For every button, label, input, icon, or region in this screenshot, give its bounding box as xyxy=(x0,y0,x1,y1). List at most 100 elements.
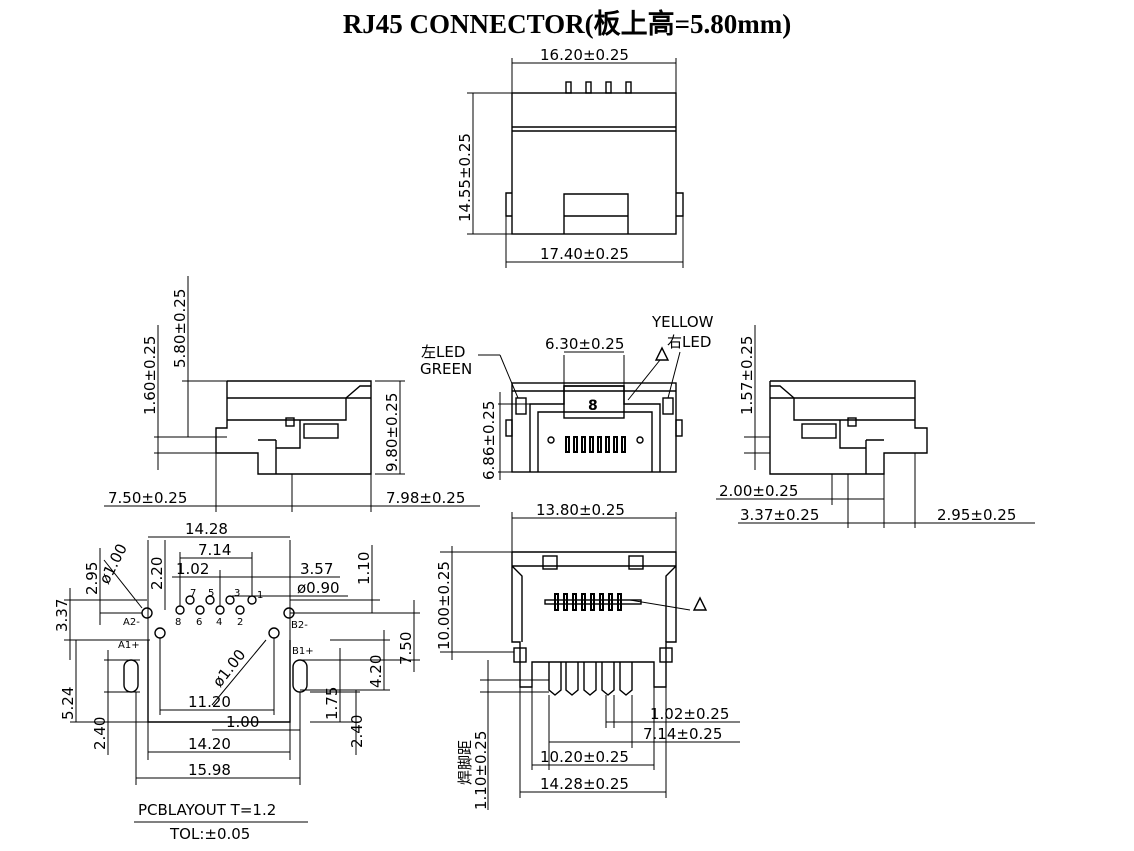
dim-solder: 1.10±0.25 xyxy=(472,731,490,810)
front-contacts xyxy=(565,436,626,453)
left-side-view: 5.80±0.25 1.60±0.25 9.80±0.25 7.50±0.25 … xyxy=(104,276,480,512)
dim-top-width: 16.20±0.25 xyxy=(540,46,629,64)
top-pin xyxy=(565,81,572,94)
pin-label: 4 xyxy=(216,617,222,628)
dim-3-37: 3.37 xyxy=(53,599,71,632)
dim-7-50: 7.50 xyxy=(397,632,415,665)
pin-hole xyxy=(247,595,257,605)
hole-a1 xyxy=(154,627,166,639)
dim-7-14: 7.14 xyxy=(198,541,231,559)
pin-number-label: 8 xyxy=(588,398,598,414)
pin-hole xyxy=(235,605,245,615)
hole-b1 xyxy=(268,627,280,639)
pcb-note-thickness: PCBLAYOUT T=1.2 xyxy=(138,801,276,819)
right-side-view: 1.57±0.25 2.00±0.25 3.37±0.25 2.95±0.25 xyxy=(716,325,1035,528)
dim-pitch: 1.02±0.25 xyxy=(650,705,729,723)
right-led xyxy=(662,397,674,415)
label-b2: B2- xyxy=(291,620,308,631)
dim-2-40-left: 2.40 xyxy=(91,717,109,750)
dim-offset: 1.60±0.25 xyxy=(141,336,159,415)
right-led-color: YELLOW xyxy=(651,313,714,331)
pcb-outline xyxy=(147,640,291,723)
dim-board-height: 5.80±0.25 xyxy=(171,289,189,368)
pin-label: 2 xyxy=(237,617,243,628)
dim-1-75: 1.75 xyxy=(323,687,341,720)
dim-3-57: 3.57 xyxy=(300,560,333,578)
label-a2: A2- xyxy=(123,617,140,628)
pin-label: 8 xyxy=(175,617,181,628)
pin-hole xyxy=(175,605,185,615)
dim-14-28-b: 14.28±0.25 xyxy=(540,775,629,793)
dim-phi090: ø0.90 xyxy=(297,579,340,597)
pin-hole xyxy=(215,605,225,615)
bottom-tab-left xyxy=(542,555,558,570)
pcb-note-tolerance: TOL:±0.05 xyxy=(169,825,250,843)
pcb-layout: 8 7 6 5 4 3 2 1 A2- A1+ B2- B1+ 14.28 7.… xyxy=(53,520,420,843)
pin-label: 3 xyxy=(234,588,240,599)
left-mounting-hole xyxy=(123,659,139,693)
bottom-view-outline xyxy=(511,551,677,688)
top-pin xyxy=(605,81,612,94)
dim-bottom-width: 17.40±0.25 xyxy=(540,245,629,263)
pin-label: 5 xyxy=(208,588,214,599)
left-led xyxy=(515,397,527,415)
hole-a2 xyxy=(141,607,153,619)
bottom-contacts xyxy=(554,593,622,611)
pin-hole xyxy=(195,605,205,615)
dim-bottom-width: 13.80±0.25 xyxy=(536,501,625,519)
pin-label: 6 xyxy=(196,617,202,628)
top-view-tab xyxy=(563,193,629,234)
warning-triangle xyxy=(692,596,708,611)
dim-1-10: 1.10 xyxy=(355,552,373,585)
latch xyxy=(563,385,625,419)
dim-right-a: 2.00±0.25 xyxy=(719,482,798,500)
dim-2-95: 2.95 xyxy=(83,562,101,595)
dim-2-40-right: 2.40 xyxy=(348,715,366,748)
solder-label: 焊脚距 xyxy=(456,740,474,785)
dim-front-height: 6.86±0.25 xyxy=(480,401,498,480)
left-led-color: GREEN xyxy=(420,360,472,378)
dim-1-00: 1.00 xyxy=(226,713,259,731)
dim-right-c: 2.95±0.25 xyxy=(937,506,1016,524)
dim-span: 7.14±0.25 xyxy=(643,725,722,743)
right-mounting-hole xyxy=(292,659,308,693)
dim-left-len: 7.50±0.25 xyxy=(108,489,187,507)
dim-4-20: 4.20 xyxy=(367,655,385,688)
dim-right-b: 3.37±0.25 xyxy=(740,506,819,524)
pin-label: 7 xyxy=(190,588,196,599)
bottom-view: 13.80±0.25 10.00±0.25 1.02±0.25 7.14±0.2… xyxy=(435,501,740,810)
pin-hole xyxy=(205,595,215,605)
dim-11-20: 11.20 xyxy=(188,693,231,711)
dim-right-len: 7.98±0.25 xyxy=(386,489,465,507)
bottom-tab-right xyxy=(628,555,644,570)
bottom-pins xyxy=(548,662,633,696)
dim-opening: 6.30±0.25 xyxy=(545,335,624,353)
drawing-title: RJ45 CONNECTOR(板上高=5.80mm) xyxy=(342,9,792,39)
top-view: 16.20±0.25 14.55±0.25 17.40±0.25 xyxy=(456,46,684,268)
pin-hole xyxy=(225,595,235,605)
top-pin xyxy=(585,81,592,94)
dim-top-height: 14.55±0.25 xyxy=(456,133,474,222)
dim-15-98: 15.98 xyxy=(188,761,231,779)
dim-5-24: 5.24 xyxy=(59,687,77,720)
left-side-outline xyxy=(215,380,372,475)
warning-triangle xyxy=(654,346,670,361)
right-side-outline xyxy=(769,380,928,475)
dim-14-28: 14.28 xyxy=(185,520,228,538)
dim-right-offset: 1.57±0.25 xyxy=(738,336,756,415)
dim-body-height: 9.80±0.25 xyxy=(383,393,401,472)
label-a1: A1+ xyxy=(118,640,140,651)
dim-10-20: 10.20±0.25 xyxy=(540,748,629,766)
front-view: 8 左LED GREEN YELLOW 右LED 6.30±0.25 6.86± xyxy=(420,313,714,480)
left-led-label: 左LED xyxy=(421,343,465,361)
dim-bottom-height: 10.00±0.25 xyxy=(435,561,453,650)
top-view-outline xyxy=(511,92,677,235)
pin-hole xyxy=(185,595,195,605)
top-pin xyxy=(625,81,632,94)
dim-1-02: 1.02 xyxy=(176,560,209,578)
dim-2-20: 2.20 xyxy=(148,557,166,590)
label-b1: B1+ xyxy=(292,646,314,657)
dim-14-20: 14.20 xyxy=(188,735,231,753)
right-led-label: 右LED xyxy=(667,333,711,351)
